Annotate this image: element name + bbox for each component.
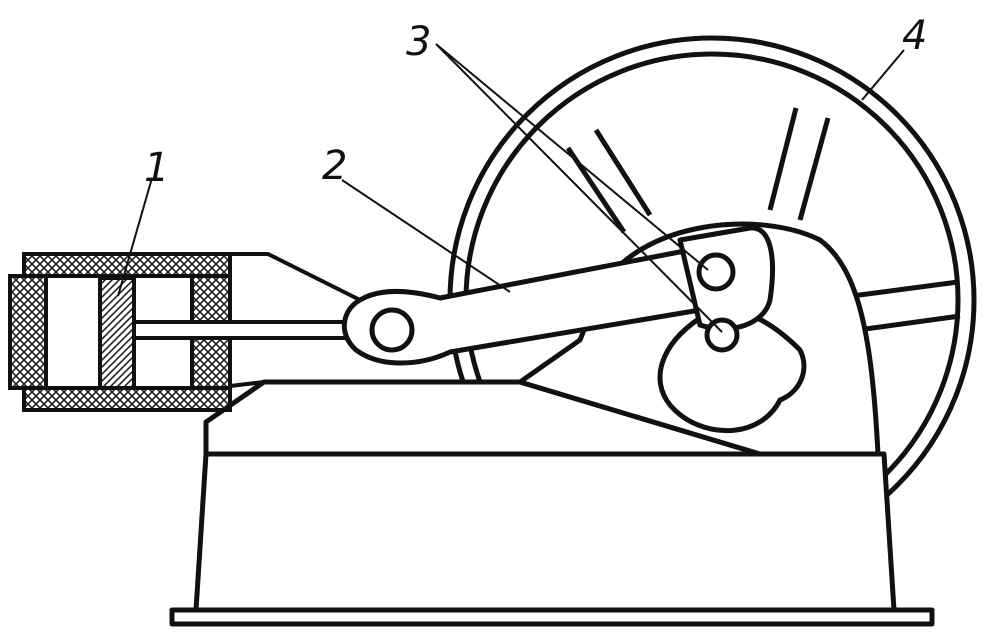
piston-rod [132, 320, 366, 340]
crank-pin-upper [696, 252, 736, 292]
cylinder-bottom-wall [22, 386, 232, 412]
label-flywheel: 4 [902, 13, 928, 59]
flywheel-spoke-top [767, 107, 831, 221]
crank [657, 225, 807, 434]
leader-line-2 [341, 179, 511, 293]
flywheel-spoke-right [851, 279, 961, 333]
leader-line-3a [435, 43, 709, 271]
leader-line-3b [435, 43, 723, 333]
leader-line-1 [117, 177, 153, 297]
leader-line-4 [861, 49, 905, 101]
label-connecting-rod: 2 [322, 143, 348, 189]
crosshead-guide [228, 252, 361, 410]
leader-lines [117, 43, 905, 333]
engine-foot-plate [169, 607, 935, 627]
engine-upper-bed [203, 379, 763, 457]
cylinder-front-cover [8, 274, 48, 390]
piston [98, 276, 136, 390]
crankshaft-pin-lower [704, 317, 740, 353]
connecting-rod [341, 247, 703, 366]
flywheel-spoke-upper-left [565, 128, 653, 234]
label-crank-pins: 3 [406, 19, 432, 65]
label-piston: 1 [144, 145, 170, 191]
engine-lower-block [193, 451, 897, 613]
crosshead-pin [369, 307, 415, 353]
